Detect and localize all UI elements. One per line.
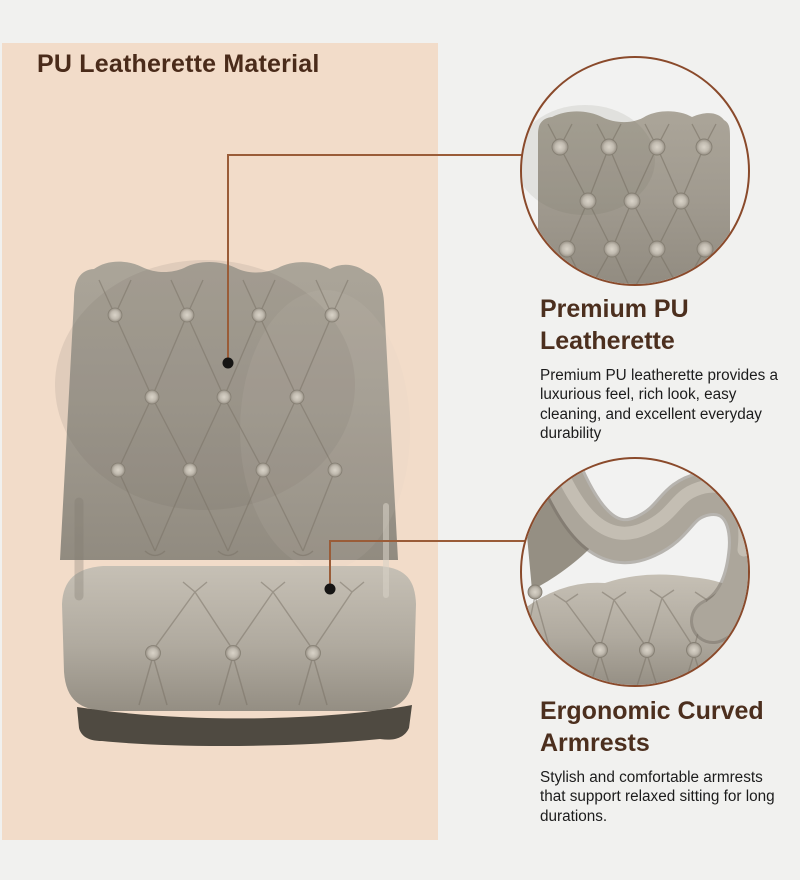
feature-heading-armrests: Ergonomic Curved Armrests [540, 697, 764, 757]
page-title: PU Leatherette Material [37, 50, 320, 78]
feature-description-premium-pu: Premium PU leatherette provides a luxuri… [540, 367, 779, 443]
feature-premium-pu-leatherette: Premium PU Leatherette Premium PU leathe… [540, 293, 800, 444]
detail-circle-backrest [520, 56, 750, 286]
chair-photo [40, 260, 418, 747]
chair-seat [62, 566, 416, 711]
feature-description-armrests: Stylish and comfortable armrests that su… [540, 769, 775, 825]
chair-armrest-right [374, 473, 418, 629]
armrest-closeup-photo [522, 459, 748, 685]
callout-line-backrest [227, 154, 524, 363]
detail-circle-armrest [520, 457, 750, 687]
backrest-closeup-photo [522, 105, 730, 284]
callout-line-armrest [329, 540, 528, 589]
callout-dot-armrest [324, 583, 336, 595]
chair-base [77, 705, 412, 747]
chair-armrest-left [40, 470, 86, 624]
feature-ergonomic-armrests: Ergonomic Curved Armrests Stylish and co… [540, 695, 800, 826]
callout-dot-backrest [222, 357, 234, 369]
chair-backrest [55, 260, 410, 570]
feature-heading-premium-pu: Premium PU Leatherette [540, 295, 689, 355]
